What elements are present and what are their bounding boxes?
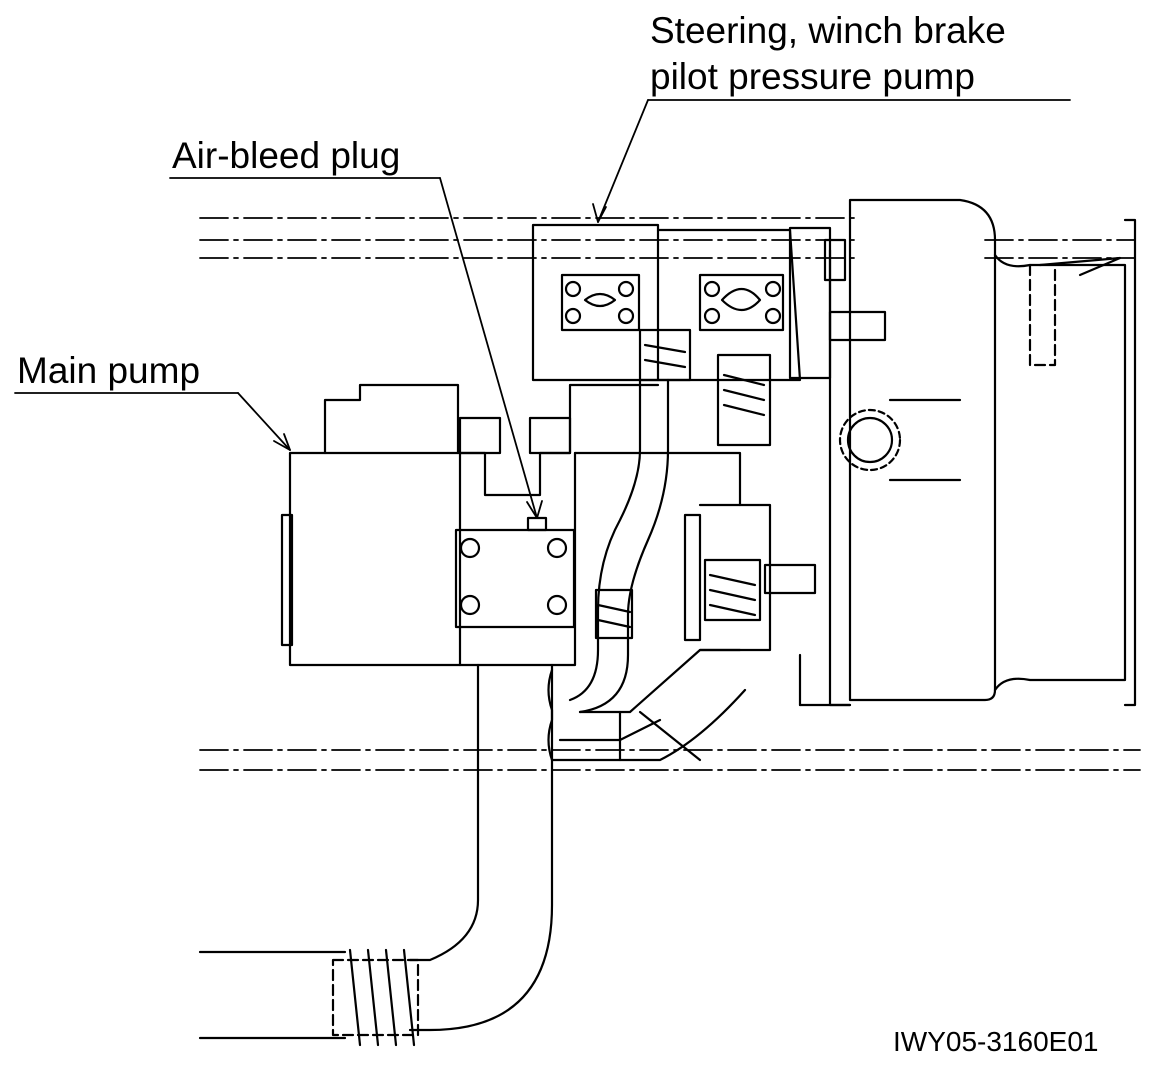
label-main-pump: Main pump bbox=[17, 350, 201, 391]
leader-lines bbox=[14, 99, 1071, 519]
lower-frame-rail bbox=[199, 749, 1141, 771]
figure-code: IWY05-3160E01 bbox=[893, 1026, 1099, 1057]
label-steering-pump-line2: pilot pressure pump bbox=[650, 56, 975, 97]
flywheel-housing bbox=[798, 198, 1137, 707]
air-bleed-plug-part bbox=[526, 516, 548, 532]
delivery-hoses bbox=[547, 378, 747, 762]
label-steering-pump-line1: Steering, winch brake bbox=[650, 10, 1006, 51]
suction-hose bbox=[198, 663, 554, 1047]
valve-block bbox=[683, 503, 817, 652]
main-pump bbox=[280, 383, 742, 667]
label-air-bleed-plug: Air-bleed plug bbox=[172, 135, 401, 176]
